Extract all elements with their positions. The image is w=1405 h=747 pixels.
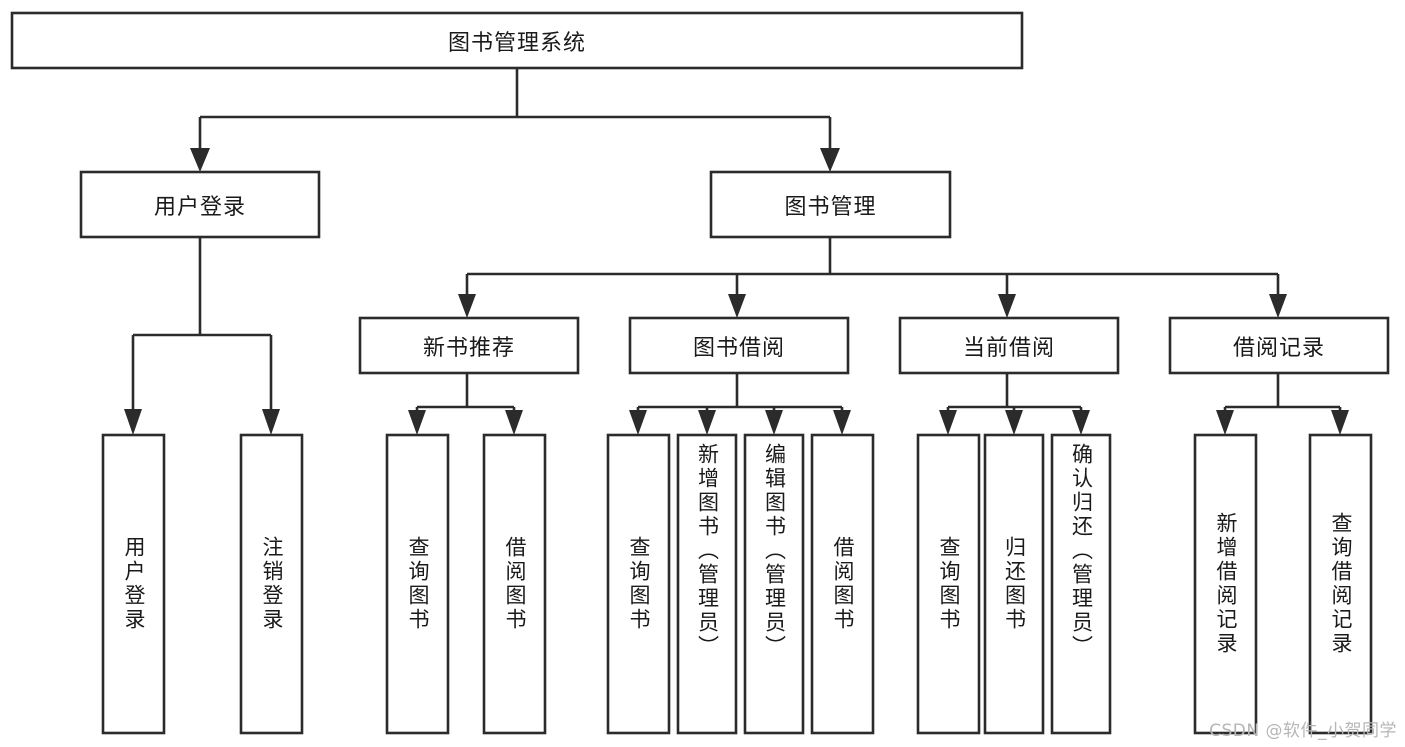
- node-leaf-logout[interactable]: [239, 433, 304, 735]
- edge-group-root: [190, 68, 840, 172]
- node-leaf-query-book-1[interactable]: [385, 433, 450, 735]
- node-leaf-borrow-book-1[interactable]: [482, 433, 547, 735]
- node-leaf-return-book[interactable]: [983, 433, 1045, 735]
- edge-group-user-login: [124, 237, 280, 435]
- node-leaf-query-book-2[interactable]: [606, 433, 671, 735]
- arrow-head-leaf-query-book-3: [939, 410, 957, 435]
- arrow-head-leaf-query-book-2: [629, 410, 647, 435]
- arrow-head-leaf-user-login: [124, 409, 142, 435]
- node-leaf-confirm-return[interactable]: [1050, 433, 1112, 735]
- arrow-head-leaf-add-record: [1216, 410, 1234, 435]
- arrow-head-leaf-borrow-book-1: [505, 410, 523, 435]
- arrow-head-leaf-return-book: [1005, 410, 1023, 435]
- arrow-head-user-login: [190, 148, 210, 172]
- arrow-head-book-manage: [820, 148, 840, 172]
- arrow-head-book-borrow: [728, 294, 746, 318]
- arrow-head-leaf-confirm-return: [1072, 410, 1090, 435]
- node-book-manage[interactable]: [709, 170, 952, 239]
- edge-group-book-borrow: [629, 373, 851, 435]
- node-user-login[interactable]: [79, 170, 321, 239]
- node-book-borrow[interactable]: [628, 316, 850, 375]
- arrow-head-borrow-record: [1269, 294, 1287, 318]
- node-root[interactable]: [10, 11, 1024, 70]
- arrow-head-leaf-query-book-1: [408, 410, 426, 435]
- node-current-borrow[interactable]: [898, 316, 1120, 375]
- node-leaf-user-login[interactable]: [101, 433, 166, 735]
- arrow-head-leaf-query-record: [1331, 410, 1349, 435]
- node-leaf-add-book[interactable]: [676, 433, 738, 735]
- node-leaf-edit-book[interactable]: [743, 433, 805, 735]
- node-leaf-query-record[interactable]: [1308, 433, 1373, 735]
- edge-group-new-book-recommend: [408, 373, 523, 435]
- edge-group-current-borrow: [939, 373, 1090, 435]
- edge-group-book-manage: [458, 237, 1287, 318]
- arrow-head-leaf-logout: [262, 409, 280, 435]
- watermark: CSDN @软件_小贺同学: [1209, 721, 1397, 741]
- node-borrow-record[interactable]: [1168, 316, 1390, 375]
- arrow-head-leaf-borrow-book-2: [833, 410, 851, 435]
- arrow-head-leaf-edit-book: [765, 410, 783, 435]
- arrow-head-new-book-recommend: [458, 294, 476, 318]
- node-new-book-recommend[interactable]: [358, 316, 580, 375]
- node-leaf-add-record[interactable]: [1193, 433, 1258, 735]
- node-leaf-query-book-3[interactable]: [916, 433, 981, 735]
- arrow-head-leaf-add-book: [698, 410, 716, 435]
- arrow-head-current-borrow: [998, 294, 1016, 318]
- edge-group-borrow-record: [1216, 373, 1349, 435]
- node-leaf-borrow-book-2[interactable]: [810, 433, 875, 735]
